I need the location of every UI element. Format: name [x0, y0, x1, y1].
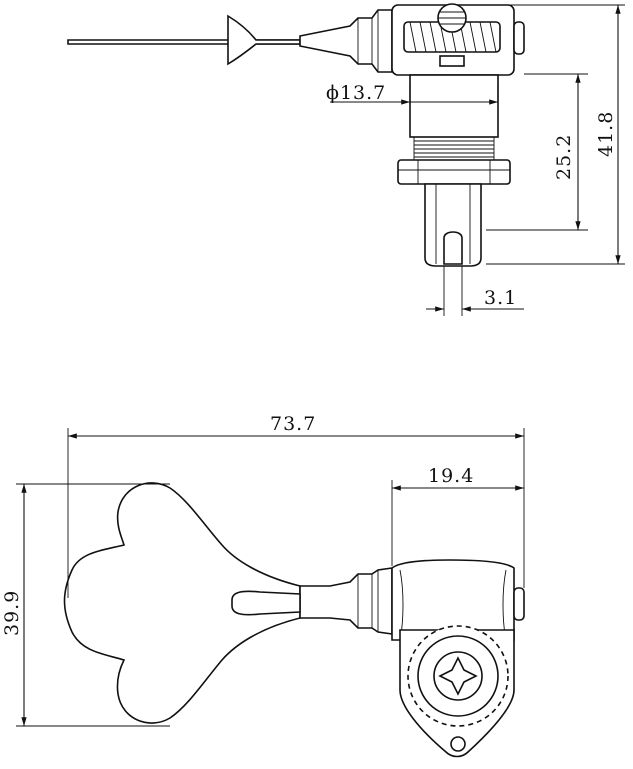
worm-gear-side: [403, 3, 501, 53]
dim-height-post: 25.2: [553, 134, 575, 180]
washer-side: [397, 159, 511, 185]
gear-housing-front: [391, 559, 515, 641]
screw-head: [438, 656, 478, 696]
dim-housing-length: 19.4: [428, 465, 474, 487]
string-post-side: [424, 183, 482, 267]
front-view: 73.7 19.4 39.9: [1, 413, 525, 758]
dim-overall-length: 73.7: [270, 413, 316, 435]
dim-post-hole: 3.1: [484, 287, 517, 309]
bushing-side: [409, 74, 499, 138]
dim-height-total: 41.8: [595, 111, 617, 157]
dim-bore-diameter: ϕ13.7: [326, 82, 386, 104]
tuner-button: [63, 482, 301, 724]
dim-button-height: 39.9: [1, 590, 23, 636]
top-view: ϕ13.7 25.2 41.8 3.1: [67, 3, 625, 316]
